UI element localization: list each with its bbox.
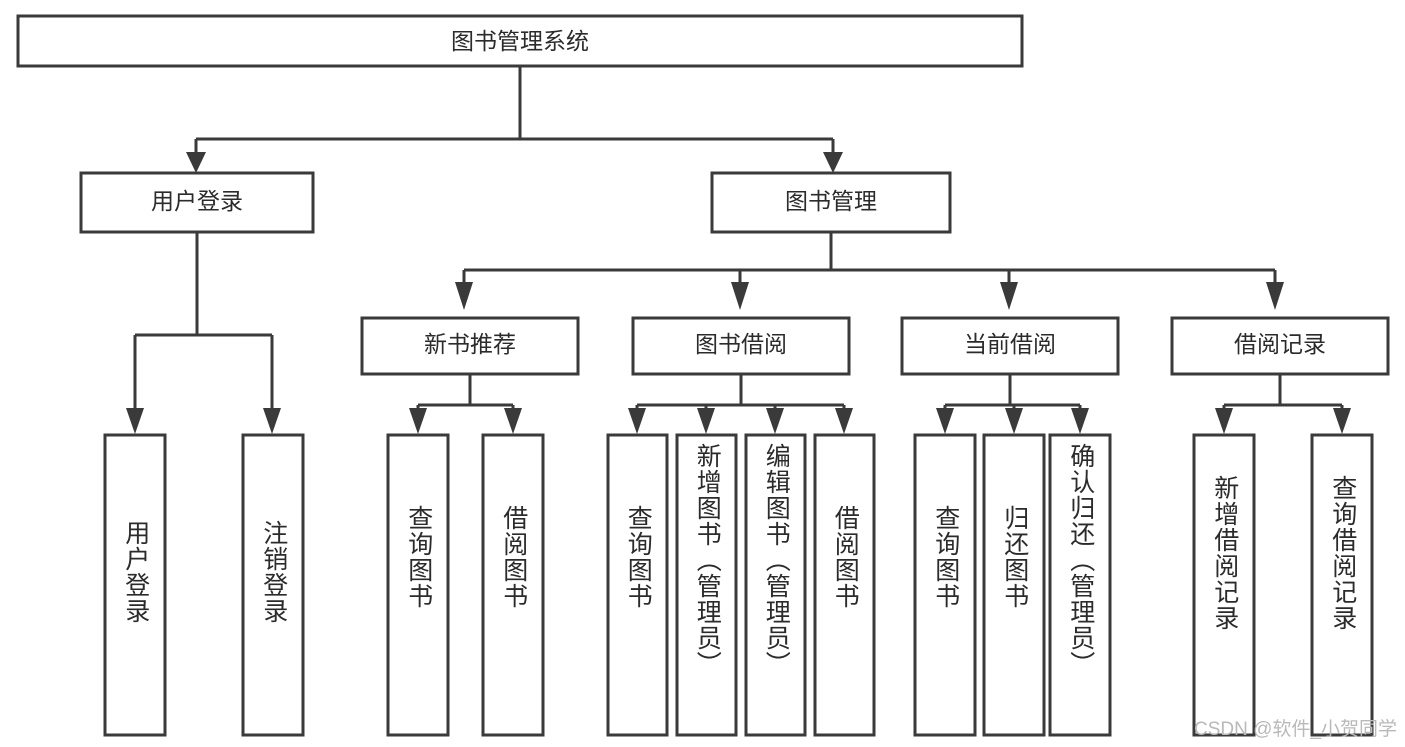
node-box-root (16, 14, 1024, 68)
node-box-new-book-recommend (360, 316, 580, 376)
node-box-current-borrow (900, 316, 1120, 376)
node-label-root: 图书管理系统 (451, 28, 589, 54)
node-label-user-login: 用户登录 (151, 188, 243, 214)
arrow-icon-leaf-logout-login (263, 408, 281, 434)
node-box-leaf-logout-login[interactable] (241, 433, 305, 737)
node-user-login[interactable]: 用户登录 (79, 171, 315, 234)
arrow-icon-leaf-return-book (1005, 408, 1023, 434)
arrow-icon-leaf-confirm-return (1071, 408, 1089, 434)
node-box-leaf-edit-book[interactable] (744, 433, 807, 737)
node-box-leaf-return-book[interactable] (982, 433, 1046, 737)
arrow-icon-leaf-add-book (697, 408, 715, 434)
node-box-borrow-record (1170, 316, 1390, 376)
node-book-management-system[interactable]: 图书管理系统 (16, 14, 1024, 68)
node-new-book-recommend[interactable]: 新书推荐 (360, 316, 580, 376)
arrow-icon-leaf-query-book-1 (409, 408, 427, 434)
arrow-icon-leaf-add-record (1215, 408, 1233, 434)
node-label-new-book-recommend: 新书推荐 (424, 331, 516, 357)
arrow-icon-leaf-edit-book (766, 408, 784, 434)
node-book-borrow[interactable]: 图书借阅 (631, 316, 851, 376)
node-label-book-management: 图书管理 (785, 188, 877, 214)
arrow-icon-to-user-login (186, 152, 206, 173)
arrow-icon-leaf-query-book-3 (936, 408, 954, 434)
node-box-leaf-user-login[interactable] (103, 433, 167, 737)
node-label-book-borrow: 图书借阅 (695, 331, 787, 357)
node-box-leaf-add-book[interactable] (675, 433, 738, 737)
node-borrow-record[interactable]: 借阅记录 (1170, 316, 1390, 376)
node-box-leaf-borrow-book-1[interactable] (481, 433, 545, 737)
arrow-icon-leaf-borrow-book-2 (835, 408, 853, 434)
node-book-management[interactable]: 图书管理 (710, 171, 952, 234)
node-box-book-management (710, 171, 952, 234)
node-box-leaf-add-record[interactable] (1192, 433, 1256, 737)
node-box-leaf-query-book-2[interactable] (606, 433, 669, 737)
arrow-icon-leaf-query-book-2 (628, 408, 646, 434)
node-label-current-borrow: 当前借阅 (964, 331, 1056, 357)
node-box-book-borrow (631, 316, 851, 376)
node-current-borrow[interactable]: 当前借阅 (900, 316, 1120, 376)
node-box-leaf-query-book-3[interactable] (913, 433, 977, 737)
arrow-icon-to-book-manage (823, 152, 843, 173)
arrow-icon-leaf-borrow-book-1 (504, 408, 522, 434)
arrow-icon-to-borrow-record (1266, 282, 1284, 310)
arrow-icon-leaf-query-record (1333, 408, 1351, 434)
node-box-leaf-borrow-book-2[interactable] (813, 433, 876, 737)
arrow-icon-to-current-borrow (1000, 282, 1018, 310)
arrow-icon-to-book-borrow (731, 282, 749, 310)
arrow-icon-to-new-book (455, 282, 473, 310)
arrow-icon-leaf-user-login (126, 408, 144, 434)
node-box-leaf-query-record[interactable] (1310, 433, 1374, 737)
node-box-leaf-confirm-return[interactable] (1048, 433, 1112, 737)
node-box-leaf-query-book-1[interactable] (386, 433, 450, 737)
node-label-borrow-record: 借阅记录 (1234, 331, 1326, 357)
